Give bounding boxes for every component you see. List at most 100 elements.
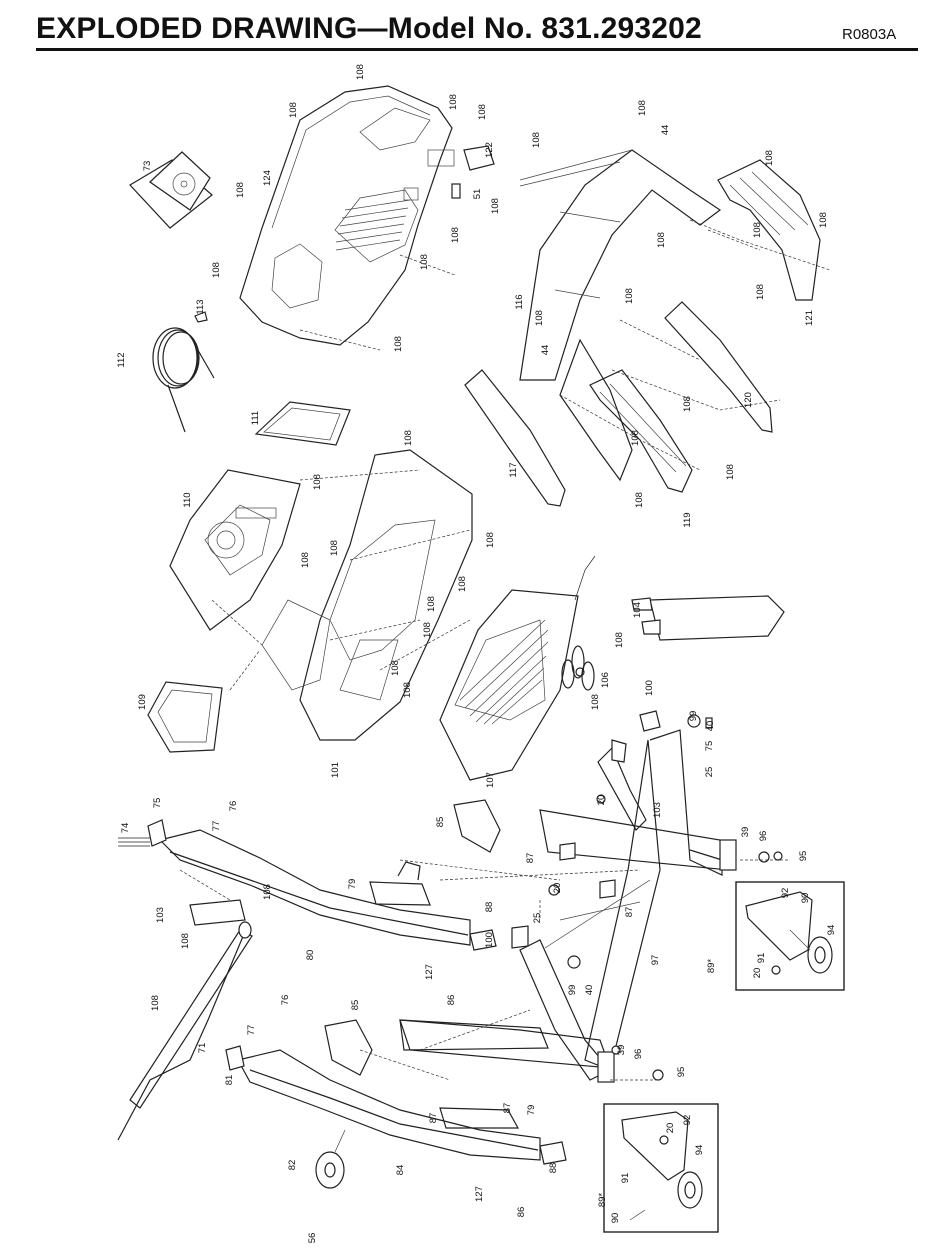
callout-label: 112 xyxy=(116,352,127,367)
callout-label: 40 xyxy=(705,721,716,732)
callout-label: 101 xyxy=(330,762,341,778)
callout-label: 91 xyxy=(620,1173,631,1184)
callout-label: 89* xyxy=(706,959,717,974)
part-109-cup-holder xyxy=(147,681,223,753)
callout-label: 84 xyxy=(395,1165,406,1176)
callout-label: 85 xyxy=(435,817,446,828)
callout-label: 103 xyxy=(652,802,663,818)
callout-label: 76 xyxy=(228,801,239,812)
callout-label: 20 xyxy=(752,968,763,979)
drawing-header: EXPLODED DRAWING—Model No. 831.293202 R0… xyxy=(0,0,950,54)
callout-label: 79 xyxy=(347,879,358,890)
callout-label: 108 xyxy=(490,198,501,214)
callout-label: 106 xyxy=(600,672,611,688)
callout-label: 108 xyxy=(634,492,645,508)
callout-label: 39 xyxy=(616,1045,627,1056)
callout-label: 109 xyxy=(137,694,148,710)
callout-label: 108 xyxy=(534,310,545,326)
callout-label: 25 xyxy=(532,913,543,924)
callout-label: 117 xyxy=(508,462,519,477)
callout-label: 20 xyxy=(552,883,563,894)
part-119-handrail xyxy=(589,369,693,493)
callout-label: 108 xyxy=(329,540,340,556)
callout-label: 108 xyxy=(393,336,404,352)
callout-label: 110 xyxy=(182,492,193,507)
callout-label: 91 xyxy=(756,953,767,964)
callout-label: 56 xyxy=(307,1233,318,1244)
callout-label: 108 xyxy=(630,430,641,446)
callout-label: 108 xyxy=(590,694,601,710)
callout-label: 71 xyxy=(197,1043,208,1054)
callout-label: 89* xyxy=(597,1193,608,1208)
callout-label: 39 xyxy=(740,827,751,838)
callout-label: 127 xyxy=(424,964,435,980)
callout-label: 108 xyxy=(422,622,433,638)
callout-label: 94 xyxy=(826,925,837,936)
callout-label: 87 xyxy=(502,1103,513,1114)
page-title: EXPLODED DRAWING—Model No. 831.293202 xyxy=(36,12,702,45)
part-122-bracket xyxy=(463,145,495,171)
callout-label: 108 xyxy=(752,222,763,238)
callout-label: 20 xyxy=(596,795,607,806)
callout-label: 75 xyxy=(704,741,715,752)
part-100-block xyxy=(639,710,661,732)
callout-label: 108 xyxy=(403,430,414,446)
part-89-wheel-assembly-detail xyxy=(735,881,845,991)
callout-label: 79 xyxy=(526,1105,537,1116)
title-rule xyxy=(36,48,918,51)
callout-label: 119 xyxy=(682,512,693,527)
callout-label: 94 xyxy=(694,1145,705,1156)
callout-label: 75 xyxy=(152,798,163,809)
callout-label: 87 xyxy=(624,907,635,918)
callout-label: 86 xyxy=(516,1207,527,1218)
callout-label: 108 xyxy=(312,474,323,490)
callout-label: 121 xyxy=(804,310,815,326)
callout-label: 122 xyxy=(484,142,495,158)
part-117-handrail-cover xyxy=(464,369,566,507)
callout-label: 113 xyxy=(195,299,206,314)
callout-label: 127 xyxy=(474,1186,485,1202)
callout-label: 108 xyxy=(614,632,625,648)
callout-label: 108 xyxy=(755,284,766,300)
part-71-roller xyxy=(117,921,253,1141)
part-51-spacer xyxy=(451,183,461,199)
callout-label: 97 xyxy=(650,955,661,966)
callout-label: 77 xyxy=(246,1025,257,1036)
callout-label: 111 xyxy=(250,411,261,425)
callout-label: 40 xyxy=(584,985,595,996)
callout-label: 108 xyxy=(682,396,693,412)
part-120-handrail-cover xyxy=(664,301,773,433)
callout-label: 100 xyxy=(484,932,495,948)
callout-label: 108 xyxy=(419,254,430,270)
callout-label: 108 xyxy=(300,552,311,568)
part-89-wheel-assembly-detail-lower xyxy=(603,1103,719,1233)
part-73-manual xyxy=(129,151,213,229)
callout-label: 107 xyxy=(485,772,496,788)
callout-label: 108 xyxy=(288,102,299,118)
callout-label: 108 xyxy=(818,212,829,228)
callout-label: 103 xyxy=(155,907,166,923)
callout-label: 108 xyxy=(450,227,461,243)
callout-label: 108 xyxy=(764,150,775,166)
part-111-tray xyxy=(254,401,351,446)
callout-label: 80 xyxy=(305,950,316,961)
part-121-handrail xyxy=(717,159,821,301)
part-112-power-cord xyxy=(152,311,215,433)
callout-label: 108 xyxy=(262,884,273,900)
callout-label: 44 xyxy=(540,345,551,356)
callout-label: 108 xyxy=(457,576,468,592)
callout-label: 76 xyxy=(280,995,291,1006)
callout-label: 108 xyxy=(637,100,648,116)
callout-label: 104 xyxy=(632,602,643,618)
callout-label: 88 xyxy=(484,902,495,913)
callout-label: 88 xyxy=(548,1163,559,1174)
callout-label: 85 xyxy=(350,1000,361,1011)
part-80-frame-rail xyxy=(118,819,471,946)
part-104-cover xyxy=(649,595,785,641)
part-84-frame-rail xyxy=(237,1019,549,1161)
callout-label: 108 xyxy=(656,232,667,248)
callout-label: 108 xyxy=(426,596,437,612)
callout-label: 108 xyxy=(355,64,366,80)
